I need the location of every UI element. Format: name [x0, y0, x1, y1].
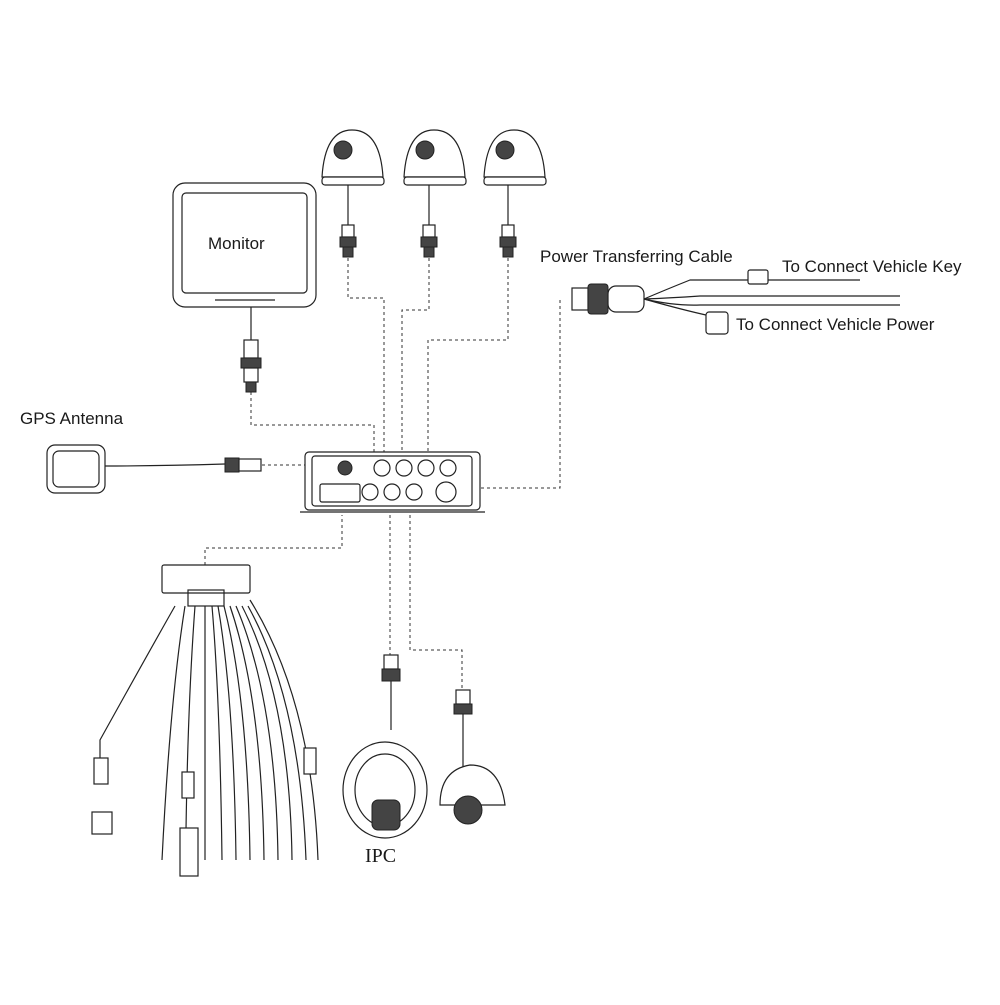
- monitor-device: [172, 182, 317, 393]
- ipc-camera: [342, 654, 428, 839]
- wiring-harness: [91, 564, 319, 877]
- ipc-label: IPC: [365, 845, 397, 867]
- gps-antenna-label: GPS Antenna: [20, 409, 124, 428]
- gps-antenna-device: [46, 444, 262, 494]
- dome-camera-1: [321, 129, 385, 258]
- monitor-label: Monitor: [208, 234, 265, 253]
- dome-camera-bottom: [439, 689, 506, 825]
- dome-camera-2: [403, 129, 467, 258]
- connection-lines: [204, 258, 561, 690]
- vehicle-power-label: To Connect Vehicle Power: [736, 315, 935, 334]
- mobile-dvr-unit: [300, 451, 485, 513]
- power-cable-label: Power Transferring Cable: [540, 247, 733, 266]
- power-transferring-cable: [571, 269, 900, 335]
- dome-camera-3: [483, 129, 547, 258]
- vehicle-key-label: To Connect Vehicle Key: [782, 257, 962, 276]
